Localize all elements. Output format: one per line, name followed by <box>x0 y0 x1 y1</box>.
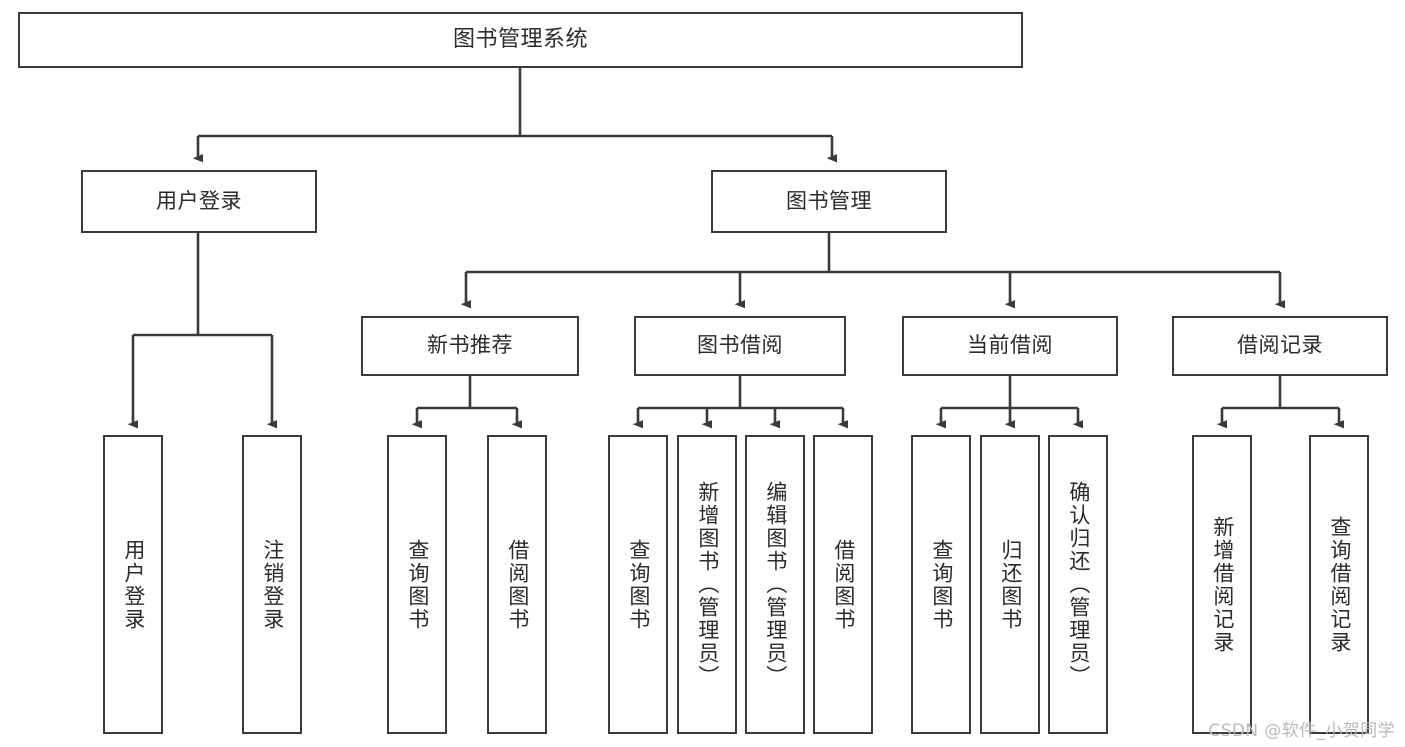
node-leaf-add-record[interactable]: 新增借阅记录 <box>1192 435 1252 734</box>
node-leaf-query-book-1[interactable]: 查询图书 <box>387 435 447 734</box>
node-leaf-add-book[interactable]: 新增图书（管理员） <box>677 435 737 734</box>
node-book-management[interactable]: 图书管理 <box>711 170 947 233</box>
node-label-leaf-query-book-3: 查询图书 <box>929 538 954 631</box>
node-label-leaf-add-record: 新增借阅记录 <box>1210 515 1235 654</box>
node-label-leaf-query-record: 查询借阅记录 <box>1327 515 1352 654</box>
node-leaf-query-record[interactable]: 查询借阅记录 <box>1309 435 1369 734</box>
node-new-book-recommend[interactable]: 新书推荐 <box>361 316 579 376</box>
node-leaf-borrow-book-2[interactable]: 借阅图书 <box>813 435 873 734</box>
node-leaf-edit-book[interactable]: 编辑图书（管理员） <box>745 435 805 734</box>
node-label-user-login: 用户登录 <box>156 188 242 213</box>
node-label-leaf-return-book: 归还图书 <box>998 538 1023 631</box>
node-book-borrow[interactable]: 图书借阅 <box>634 316 846 376</box>
node-leaf-user-login[interactable]: 用户登录 <box>103 435 163 734</box>
node-leaf-query-book-3[interactable]: 查询图书 <box>911 435 971 734</box>
node-label-new-book-recommend: 新书推荐 <box>427 333 513 358</box>
node-root-book-management-system[interactable]: 图书管理系统 <box>18 12 1023 68</box>
node-label-book-management: 图书管理 <box>786 188 872 213</box>
node-label-leaf-confirm-return: 确认归还（管理员） <box>1066 481 1091 688</box>
node-label-leaf-user-login: 用户登录 <box>121 538 146 631</box>
node-leaf-logout-login[interactable]: 注销登录 <box>242 435 302 734</box>
node-label-leaf-query-book-1: 查询图书 <box>405 538 430 631</box>
node-label-leaf-borrow-book-1: 借阅图书 <box>505 538 530 631</box>
node-label-leaf-edit-book: 编辑图书（管理员） <box>763 481 788 688</box>
node-current-borrow[interactable]: 当前借阅 <box>902 316 1118 376</box>
node-label-leaf-borrow-book-2: 借阅图书 <box>831 538 856 631</box>
node-leaf-borrow-book-1[interactable]: 借阅图书 <box>487 435 547 734</box>
node-borrow-record[interactable]: 借阅记录 <box>1172 316 1388 376</box>
node-label-book-borrow: 图书借阅 <box>697 333 783 358</box>
node-user-login[interactable]: 用户登录 <box>81 170 317 233</box>
node-label-current-borrow: 当前借阅 <box>967 333 1053 358</box>
node-leaf-query-book-2[interactable]: 查询图书 <box>608 435 668 734</box>
node-label-leaf-add-book: 新增图书（管理员） <box>695 481 720 688</box>
node-label-leaf-query-book-2: 查询图书 <box>626 538 651 631</box>
node-label-leaf-logout-login: 注销登录 <box>260 538 285 631</box>
node-label-root: 图书管理系统 <box>452 26 588 52</box>
node-leaf-return-book[interactable]: 归还图书 <box>980 435 1040 734</box>
node-leaf-confirm-return[interactable]: 确认归还（管理员） <box>1048 435 1108 734</box>
csdn-watermark: CSDN @软件_小贺同学 <box>1208 721 1395 741</box>
node-label-borrow-record: 借阅记录 <box>1237 333 1323 358</box>
